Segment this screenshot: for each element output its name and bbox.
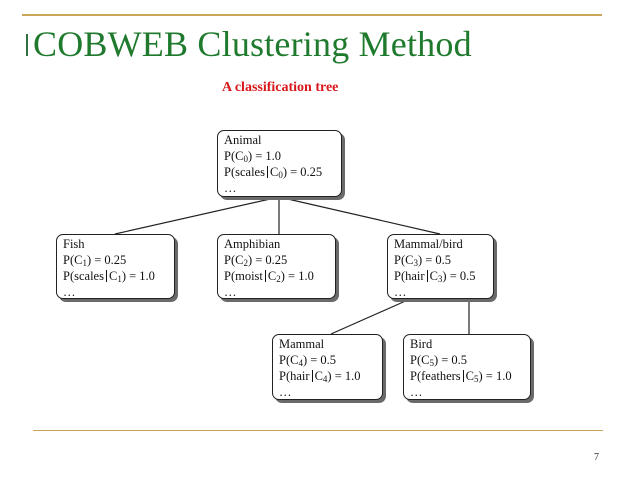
node-name: Amphibian: [224, 237, 281, 251]
node-prob: P(C0) = 1.0: [224, 149, 282, 164]
node-ellipsis: …: [279, 385, 292, 399]
title-accent-bar: [26, 34, 28, 56]
node-name: Fish: [63, 237, 85, 251]
node-ellipsis: …: [63, 285, 76, 299]
node-name: Mammal/bird: [394, 237, 463, 251]
node-ellipsis: …: [410, 385, 423, 399]
diagram-subtitle-text: A classification tree: [222, 80, 339, 95]
node-prob: P(C2) = 0.25: [224, 253, 288, 268]
node-ellipsis: …: [394, 285, 407, 299]
node-prob: P(C5) = 0.5: [410, 353, 468, 368]
page-number: 7: [594, 452, 599, 463]
edge-animal-fish: [114, 196, 280, 235]
top-rule: [22, 14, 602, 16]
slide-title: COBWEB Clustering Method: [33, 24, 472, 64]
node-ellipsis: …: [224, 285, 237, 299]
node-name: Bird: [410, 337, 433, 351]
node-prob: P(C3) = 0.5: [394, 253, 452, 268]
edge-animal-mammalbird: [278, 196, 441, 235]
node-name: Animal: [224, 133, 262, 147]
node-name: Mammal: [279, 337, 325, 351]
node-prob: P(C4) = 0.5: [279, 353, 337, 368]
node-prob: P(C1) = 0.25: [63, 253, 127, 268]
edge-mammalbird-mammal: [330, 298, 411, 335]
bottom-rule: [33, 430, 603, 431]
node-ellipsis: …: [224, 181, 237, 195]
